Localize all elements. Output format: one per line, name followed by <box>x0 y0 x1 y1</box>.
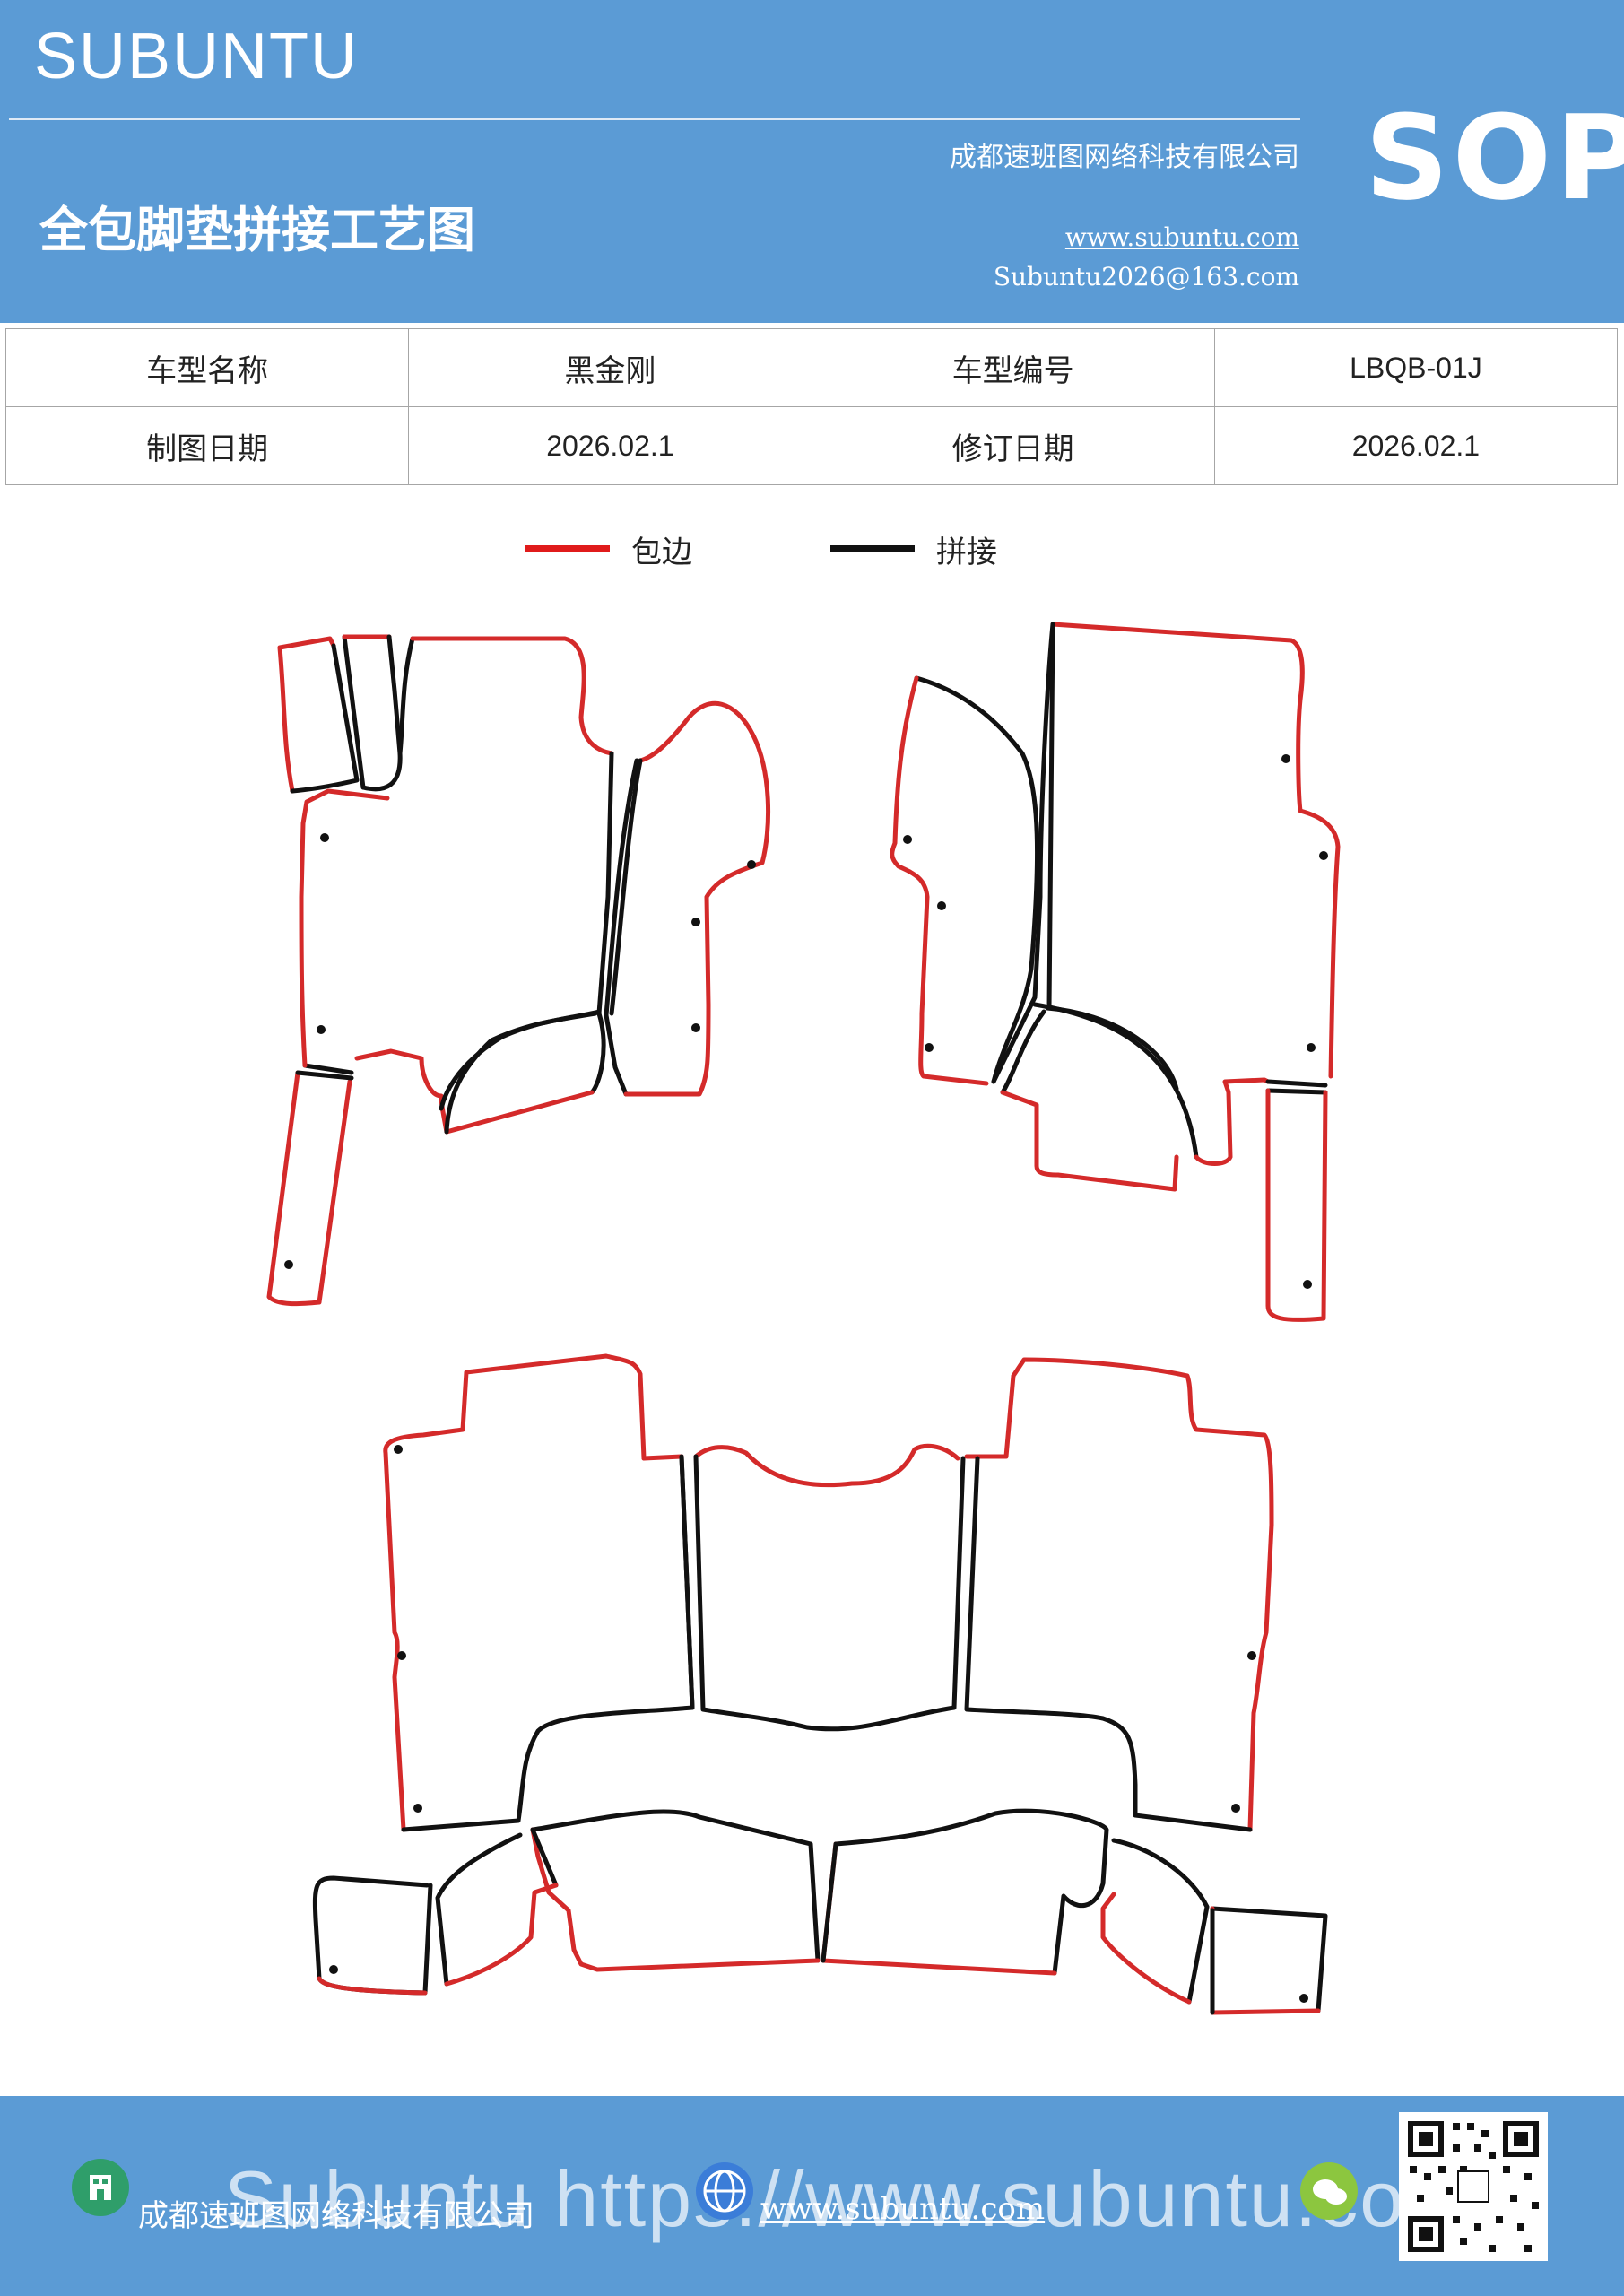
email-address[interactable]: Subuntu2026@163.com <box>993 262 1299 291</box>
legend-edge: 包边 <box>525 529 692 570</box>
legend-joint-label: 拼接 <box>936 534 997 570</box>
brand-name: SUBUNTU <box>34 21 360 92</box>
legend-joint-swatch <box>830 545 915 552</box>
building-icon <box>72 2159 129 2216</box>
legend-joint: 拼接 <box>830 529 997 570</box>
legend-edge-swatch <box>525 545 610 552</box>
table-row: 车型名称 黑金刚 车型编号 LBQB-01J <box>4 328 1619 407</box>
footer-website[interactable]: www.subuntu.com <box>760 2191 1046 2227</box>
globe-icon <box>696 2162 753 2220</box>
front-right-mats <box>890 622 1341 1322</box>
header-banner: SUBUNTU 全包脚垫拼接工艺图 成都速班图网络科技有限公司 www.subu… <box>0 0 1624 323</box>
model-name-value: 黑金刚 <box>408 328 812 407</box>
company-name: 成都速班图网络科技有限公司 <box>950 142 1299 173</box>
table-row: 制图日期 2026.02.1 修订日期 2026.02.1 <box>4 406 1619 485</box>
draw-date-value: 2026.02.1 <box>408 406 812 485</box>
footer-banner: Subuntu https://www.subuntu.com 成都速班图网络科… <box>0 2096 1624 2296</box>
header-divider <box>9 118 1300 120</box>
sop-badge: SOP <box>1365 90 1624 226</box>
floor-mat-diagram <box>266 622 1341 2015</box>
draw-date-label: 制图日期 <box>4 406 410 485</box>
footer-watermark: Subuntu https://www.subuntu.com <box>224 2154 1473 2243</box>
revise-date-label: 修订日期 <box>811 406 1215 485</box>
legend-edge-label: 包边 <box>631 534 692 570</box>
revise-date-value: 2026.02.1 <box>1213 406 1619 485</box>
footer-company: 成都速班图网络科技有限公司 <box>138 2198 534 2234</box>
model-name-label: 车型名称 <box>4 328 410 407</box>
model-code-value: LBQB-01J <box>1213 328 1619 407</box>
mounting-holes <box>284 754 1328 2003</box>
front-left-mats <box>266 634 771 1307</box>
model-info-table: 车型名称 黑金刚 车型编号 LBQB-01J 制图日期 2026.02.1 修订… <box>4 328 1619 485</box>
website-link[interactable]: www.subuntu.com <box>1064 222 1299 252</box>
page-title: 全包脚垫拼接工艺图 <box>39 202 475 258</box>
wechat-icon <box>1300 2162 1358 2220</box>
qr-code-icon <box>1399 2112 1548 2261</box>
model-code-label: 车型编号 <box>811 328 1215 407</box>
rear-mats <box>312 1353 1328 2015</box>
